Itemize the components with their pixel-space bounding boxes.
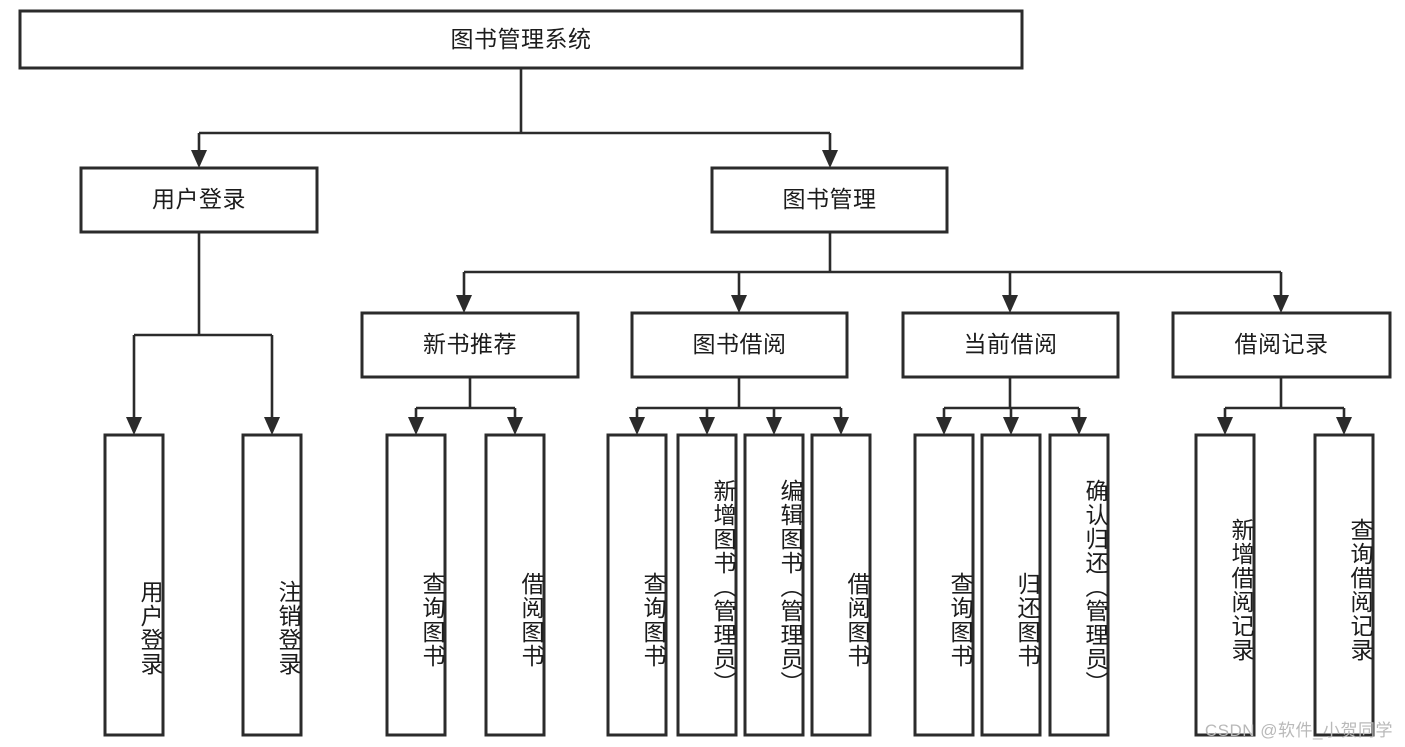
- leaf-box-query-book-3[interactable]: [913, 433, 975, 737]
- arrow-head-borrow-book: [731, 295, 747, 313]
- arrow-head-leaf-user-login: [126, 417, 142, 435]
- edge-group-root: [191, 68, 838, 168]
- arrow-head-borrow-record: [1273, 295, 1289, 313]
- node-box-root[interactable]: [18, 9, 1024, 70]
- node-box-borrow-record[interactable]: [1171, 311, 1392, 379]
- leaf-box-edit-book[interactable]: [743, 433, 805, 737]
- leaf-box-borrow-book-2[interactable]: [810, 433, 872, 737]
- arrow-head-leaf-confirm-return: [1071, 417, 1087, 435]
- leaf-box-logout[interactable]: [241, 433, 303, 737]
- arrow-head-leaf-edit-book: [766, 417, 782, 435]
- arrow-head-new-book: [456, 295, 472, 313]
- arrow-head-user-login: [191, 150, 207, 168]
- arrow-head-leaf-return-book: [1003, 417, 1019, 435]
- arrow-head-leaf-logout: [264, 417, 280, 435]
- arrow-head-leaf-add-book: [699, 417, 715, 435]
- edge-group-borrow-record: [1217, 377, 1352, 435]
- arrow-head-leaf-borrow-book-2: [833, 417, 849, 435]
- edge-group-user-login: [126, 232, 280, 435]
- leaf-box-query-book-2[interactable]: [606, 433, 668, 737]
- arrow-head-leaf-query-book-2: [629, 417, 645, 435]
- leaf-box-query-borrow-record[interactable]: [1313, 433, 1375, 737]
- arrow-head-leaf-query-record: [1336, 417, 1352, 435]
- node-box-book-management[interactable]: [710, 166, 949, 234]
- edge-group-current-borrow: [936, 377, 1087, 435]
- arrow-head-leaf-query-book-1: [408, 417, 424, 435]
- edge-group-borrow-book: [629, 377, 849, 435]
- edge-group-book-mgmt: [456, 232, 1289, 313]
- arrow-head-leaf-borrow-book-1: [507, 417, 523, 435]
- node-box-new-book-recommend[interactable]: [360, 311, 580, 379]
- node-box-user-login[interactable]: [79, 166, 319, 234]
- node-box-current-borrow[interactable]: [901, 311, 1120, 379]
- edge-group-new-book: [408, 377, 523, 435]
- watermark-text: CSDN @软件_小贺同学: [1204, 721, 1393, 740]
- leaf-box-user-login[interactable]: [103, 433, 165, 737]
- leaf-box-add-borrow-record[interactable]: [1194, 433, 1256, 737]
- leaf-box-add-book[interactable]: [676, 433, 738, 737]
- arrow-head-leaf-add-record: [1217, 417, 1233, 435]
- leaf-box-return-book[interactable]: [980, 433, 1042, 737]
- arrow-head-book-mgmt: [822, 150, 838, 168]
- node-box-book-borrow[interactable]: [630, 311, 849, 379]
- arrow-head-current-borrow: [1002, 295, 1018, 313]
- leaf-box-borrow-book-1[interactable]: [484, 433, 546, 737]
- leaf-box-confirm-return[interactable]: [1048, 433, 1110, 737]
- leaf-box-query-book-1[interactable]: [385, 433, 447, 737]
- arrow-head-leaf-query-book-3: [936, 417, 952, 435]
